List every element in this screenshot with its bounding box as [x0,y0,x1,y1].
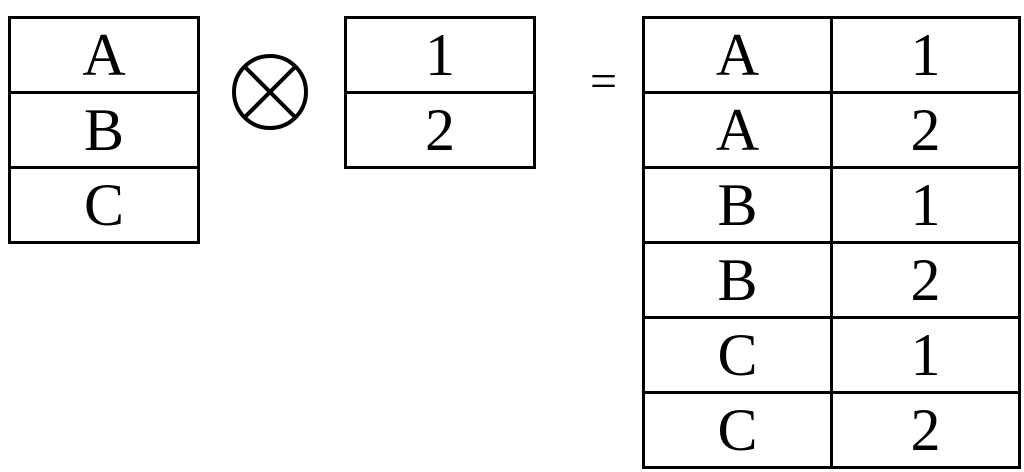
set-b-cell: 1 [344,16,536,94]
equals-sign: = [590,55,618,108]
product-letter-cell: A [642,16,833,94]
set-a-table: A B C [8,16,200,244]
set-a-cell: A [8,16,200,94]
product-letter-cell: A [642,91,833,169]
table-row: B [8,91,200,169]
set-b-cell: 2 [344,91,536,169]
table-row: 1 [344,16,536,94]
product-number-cell: 2 [830,91,1021,169]
table-row: 2 [344,91,536,169]
set-a-cell: B [8,91,200,169]
product-number-cell: 2 [830,391,1021,469]
product-letter-cell: B [642,166,833,244]
product-number-cell: 1 [830,316,1021,394]
cartesian-product-operator-icon [232,54,308,130]
table-row: C [8,166,200,244]
product-number-cell: 1 [830,16,1021,94]
set-b-table: 1 2 [344,16,536,169]
product-letter-cell: C [642,316,833,394]
product-letter-cell: B [642,241,833,319]
product-number-cell: 2 [830,241,1021,319]
table-row: A [8,16,200,94]
product-number-cell: 1 [830,166,1021,244]
product-letter-cell: C [642,391,833,469]
set-a-cell: C [8,166,200,244]
